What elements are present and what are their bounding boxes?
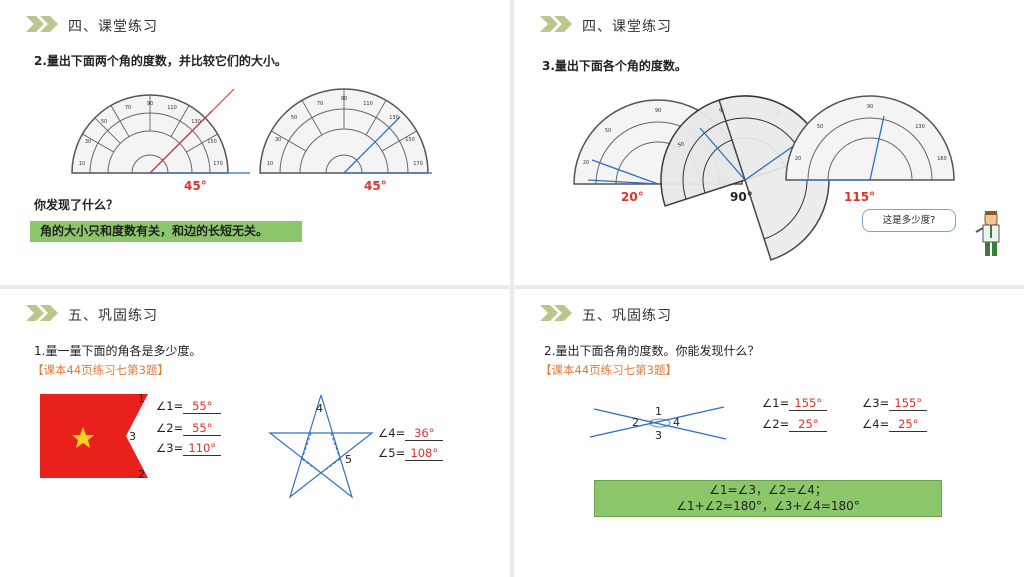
flag-label-1: 1 [138, 392, 145, 405]
cross-label-1: 1 [655, 405, 662, 418]
svg-text:110: 110 [167, 105, 177, 111]
svg-text:110: 110 [363, 101, 373, 107]
conclusion-box: 角的大小只和度数有关，和边的长短无关。 [30, 221, 302, 242]
cross-label-3: 3 [655, 429, 662, 442]
svg-text:10: 10 [79, 161, 85, 167]
svg-text:170: 170 [213, 161, 223, 167]
slide-panel-2: 四、课堂练习 3.量出下面各个角的度数。 20 50 90 130 160 50 90 1… [514, 0, 1024, 285]
conclusion-box: ∠1=∠3，∠2=∠4； ∠1+∠2=180°，∠3+∠4=180° [594, 480, 942, 517]
conclusion-line-2: ∠1+∠2=180°，∠3+∠4=180° [676, 499, 860, 513]
teacher-figure-icon [975, 211, 1000, 256]
chevron-icon [26, 16, 58, 32]
svg-text:50: 50 [677, 141, 685, 149]
section-title: 五、巩固练习 [582, 308, 672, 324]
answer-angle-2: ∠2=25° [762, 417, 828, 432]
svg-text:70: 70 [317, 101, 323, 107]
svg-text:90: 90 [655, 108, 661, 114]
cross-label-2: 2 [632, 416, 639, 429]
svg-text:70: 70 [125, 105, 131, 111]
svg-text:50: 50 [291, 115, 297, 121]
svg-text:90: 90 [147, 101, 153, 107]
svg-text:20: 20 [583, 160, 589, 166]
chevron-icon [26, 305, 58, 321]
answer-angle-2: ∠2=55° [156, 421, 222, 436]
question-text: 2.量出下面两个角的度数，并比较它们的大小。 [34, 54, 287, 68]
protractor-right: 10 30 50 70 90 110 130 150 170 [259, 88, 432, 174]
slide-panel-4: 五、巩固练习 2.量出下面各角的度数。你能发现什么？ 【课本44页练习七第3题】… [514, 289, 1024, 577]
section-title: 四、课堂练习 [68, 19, 158, 35]
conclusion-line-1: ∠1=∠3，∠2=∠4； [709, 483, 827, 497]
angle-value-left: 45° [184, 179, 207, 193]
speech-bubble: 这是多少度? [862, 209, 956, 232]
svg-text:50: 50 [101, 119, 107, 125]
answer-angle-3: ∠3=110° [156, 441, 222, 456]
svg-text:130: 130 [191, 119, 201, 125]
answer-angle-1: ∠1=55° [156, 399, 222, 414]
svg-text:90: 90 [867, 104, 873, 110]
red-flag-figure [40, 394, 148, 478]
angle-value-b: 90° [730, 190, 753, 204]
section-title: 四、课堂练习 [582, 19, 672, 35]
svg-text:30: 30 [85, 139, 91, 145]
question-text: 2.量出下面各角的度数。你能发现什么？ [544, 344, 760, 358]
angle-value-right: 45° [364, 179, 387, 193]
svg-text:50: 50 [605, 128, 611, 134]
svg-text:150: 150 [405, 137, 415, 143]
flag-label-3: 3 [129, 430, 136, 443]
answer-angle-5: ∠5=108° [378, 446, 444, 461]
svg-text:150: 150 [207, 139, 217, 145]
slide-panel-1: 四、课堂练习 2.量出下面两个角的度数，并比较它们的大小。 10 30 50 70 9… [0, 0, 510, 285]
prompt-text: 你发现了什么？ [34, 198, 119, 212]
protractor-left: 10 30 50 70 90 110 130 150 170 [71, 88, 250, 174]
section-title: 五、巩固练习 [68, 308, 158, 324]
svg-text:20: 20 [795, 156, 801, 162]
svg-text:50: 50 [817, 124, 823, 130]
answer-angle-1: ∠1=155° [762, 396, 828, 411]
svg-text:90: 90 [341, 96, 347, 102]
star-label-4: 4 [316, 402, 323, 415]
svg-text:130: 130 [915, 124, 925, 130]
svg-text:10: 10 [267, 161, 273, 167]
star-label-5: 5 [345, 453, 352, 466]
question-text: 1.量一量下面的角各是多少度。 [34, 344, 202, 358]
answer-angle-4: ∠4=36° [378, 426, 444, 441]
svg-text:170: 170 [413, 161, 423, 167]
angle-value-c: 115° [844, 190, 876, 204]
star-figure [268, 394, 374, 499]
svg-text:130: 130 [389, 115, 399, 121]
question-text: 3.量出下面各个角的度数。 [542, 59, 687, 73]
angle-value-a: 20° [621, 190, 644, 204]
answer-angle-4: ∠4=25° [862, 417, 928, 432]
textbook-reference: 【课本44页练习七第3题】 [540, 363, 677, 377]
svg-text:30: 30 [275, 137, 281, 143]
textbook-reference: 【课本44页练习七第3题】 [32, 363, 169, 377]
intersecting-lines-figure [589, 406, 727, 440]
flag-label-2: 2 [138, 468, 145, 481]
chevron-icon [540, 16, 572, 32]
chevron-icon [540, 305, 572, 321]
cross-label-4: 4 [673, 416, 680, 429]
answer-angle-3: ∠3=155° [862, 396, 928, 411]
svg-text:160: 160 [937, 156, 947, 162]
slide-panel-3: 五、巩固练习 1.量一量下面的角各是多少度。 【课本44页练习七第3题】 1 3… [0, 289, 510, 577]
